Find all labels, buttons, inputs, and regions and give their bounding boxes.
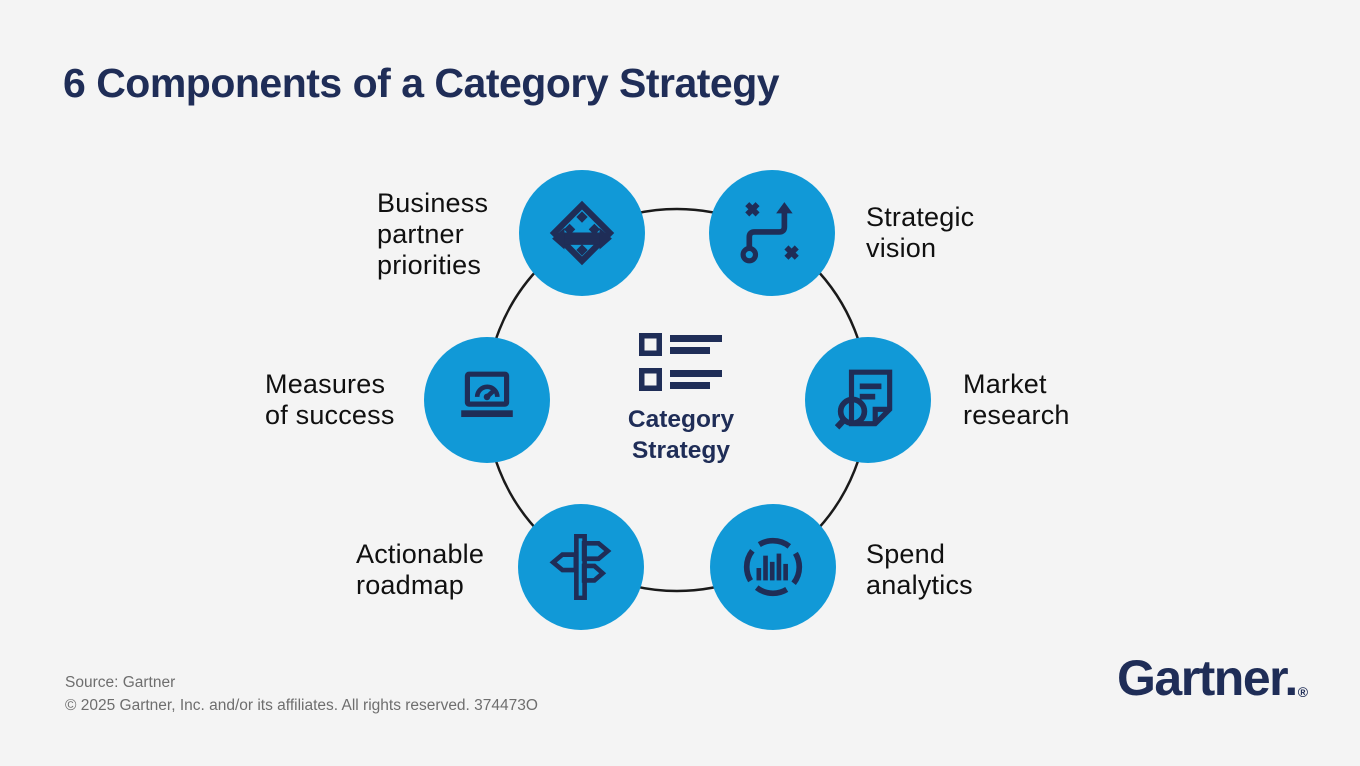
laptop-gauge-icon: [461, 371, 513, 418]
center-title-line2: Strategy: [631, 437, 731, 464]
label-line: priorities: [377, 250, 482, 280]
label-line: Strategic: [866, 202, 975, 232]
node-strategic-vision: [709, 170, 835, 296]
copyright-note: © 2025 Gartner, Inc. and/or its affiliat…: [65, 697, 538, 714]
label-strategic-vision: Strategic vision: [866, 202, 974, 264]
footer: Source: Gartner © 2025 Gartner, Inc. and…: [65, 671, 538, 717]
tactics-arrow-icon: [740, 202, 799, 264]
label-line: partner: [377, 219, 464, 249]
label-line: of success: [265, 400, 395, 430]
label-business-partner-priorities: Business partner priorities: [377, 188, 488, 281]
signpost-icon: [549, 534, 612, 600]
label-market-research: Market research: [963, 369, 1070, 431]
node-actionable-roadmap: [518, 504, 644, 630]
node-measures-of-success: [424, 337, 550, 463]
label-actionable-roadmap: Actionable roadmap: [356, 539, 484, 601]
center-label-block: Category Strategy: [581, 333, 781, 466]
checklist-icon: [639, 333, 722, 391]
center-title-line1: Category: [627, 406, 735, 433]
label-line: roadmap: [356, 570, 464, 600]
label-line: Business: [377, 188, 489, 218]
document-magnifier-icon: [835, 369, 893, 430]
registered-mark: ®: [1297, 684, 1309, 700]
exchange-diamond-icon: [549, 200, 615, 266]
label-line: Actionable: [356, 539, 485, 569]
label-measures-of-success: Measures of success: [265, 369, 395, 431]
source-note: Source: Gartner: [65, 674, 176, 691]
label-line: vision: [866, 233, 937, 263]
gartner-logo: Gartner.®: [1117, 649, 1308, 707]
label-line: Spend: [866, 539, 946, 569]
center-title: Category Strategy: [581, 404, 781, 466]
segmented-ring-bars-icon: [743, 537, 803, 597]
node-spend-analytics: [710, 504, 836, 630]
node-business-partner-priorities: [519, 170, 645, 296]
label-line: analytics: [866, 570, 973, 600]
label-line: research: [963, 400, 1070, 430]
gartner-logo-text: Gartner.: [1117, 650, 1298, 706]
label-line: Measures: [265, 369, 386, 399]
page-title: 6 Components of a Category Strategy: [63, 60, 780, 106]
label-line: Market: [963, 369, 1047, 399]
label-spend-analytics: Spend analytics: [866, 539, 973, 601]
node-market-research: [805, 337, 931, 463]
